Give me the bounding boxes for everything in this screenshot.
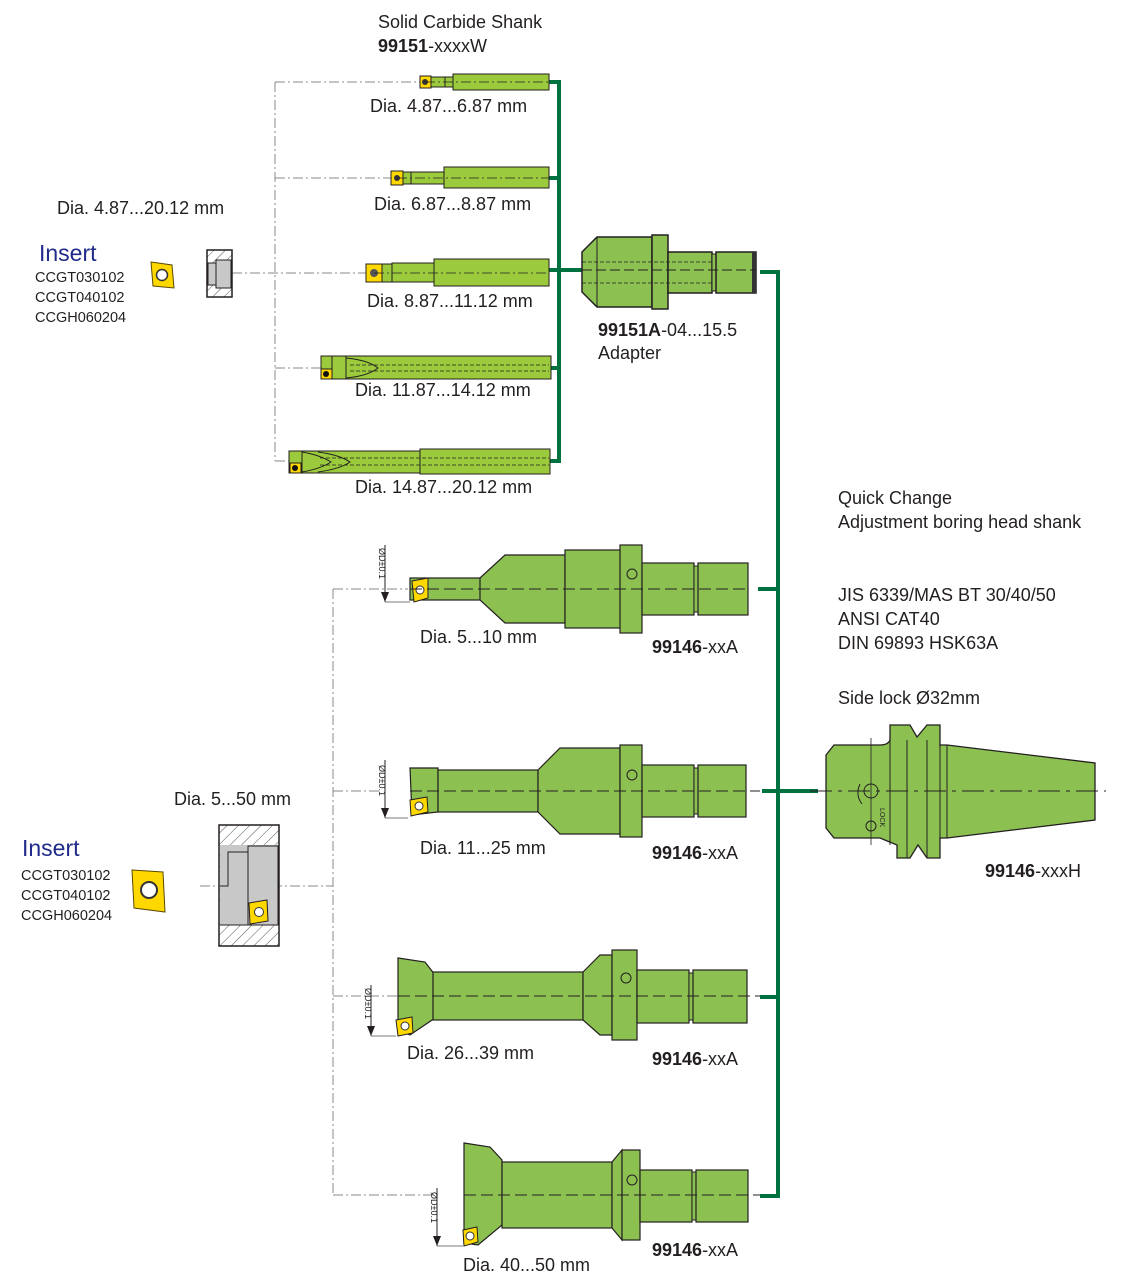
workpiece-section-bottom bbox=[218, 824, 280, 947]
head-3-part-suffix: -xxA bbox=[702, 1049, 739, 1069]
main-connector bbox=[758, 270, 818, 1198]
adapter-name: Adapter bbox=[598, 343, 662, 363]
bottom-insert-code-2: CCGT040102 bbox=[21, 888, 111, 904]
shank-5-label: Dia. 14.87...20.12 mm bbox=[355, 477, 533, 497]
insert-icon-top bbox=[150, 261, 175, 289]
head-1-part-suffix: -xxA bbox=[702, 637, 739, 657]
top-insert-code-1: CCGT030102 bbox=[35, 270, 125, 286]
adapter-part-suffix: -04...15.5 bbox=[661, 320, 738, 340]
bottom-insert-code-1: CCGT030102 bbox=[21, 868, 111, 884]
boring-head-4[interactable] bbox=[433, 1142, 760, 1247]
head-3-dim: ØD±0.1 bbox=[363, 988, 373, 1019]
shank-part-bold: 99151 bbox=[378, 36, 429, 56]
head-1-label: Dia. 5...10 mm bbox=[420, 627, 538, 647]
shank-3-label: Dia. 8.87...11.12 mm bbox=[367, 291, 533, 311]
top-insert-code-2: CCGT040102 bbox=[35, 290, 125, 306]
workpiece-section-top bbox=[206, 249, 233, 298]
head-4-part-bold: 99146 bbox=[652, 1240, 703, 1260]
bottom-insert-title: Insert bbox=[22, 835, 80, 861]
bottom-range-label: Dia. 5...50 mm bbox=[174, 789, 292, 809]
adapter-part-number: 99151A-04...15.5 bbox=[598, 319, 737, 341]
head-1-part-bold: 99146 bbox=[652, 637, 703, 657]
shank-part-number: 99151-xxxxW bbox=[378, 35, 487, 57]
head-3-part-number: 99146-xxA bbox=[652, 1048, 738, 1070]
head-2-dim: ØD±0.1 bbox=[377, 765, 387, 796]
head-2-label: Dia. 11...25 mm bbox=[420, 838, 546, 858]
head-1-dim: ØD±0.1 bbox=[377, 548, 387, 579]
holder-side-lock: Side lock Ø32mm bbox=[838, 688, 981, 708]
carbide-shank-2[interactable] bbox=[390, 166, 550, 189]
holder-standard-1: JIS 6339/MAS BT 30/40/50 bbox=[838, 585, 1056, 605]
head-4-label: Dia. 40...50 mm bbox=[463, 1255, 591, 1275]
shank-2-label: Dia. 6.87...8.87 mm bbox=[374, 194, 532, 214]
holder-standard-3: DIN 69893 HSK63A bbox=[838, 633, 999, 653]
holder-part-number: 99146-xxxH bbox=[985, 860, 1081, 882]
head-3-part-bold: 99146 bbox=[652, 1049, 703, 1069]
carbide-shank-3[interactable] bbox=[365, 258, 550, 287]
head-4-part-number: 99146-xxA bbox=[652, 1239, 738, 1261]
shank-1-label: Dia. 4.87...6.87 mm bbox=[370, 96, 528, 116]
holder-title-line1: Quick Change bbox=[838, 488, 953, 508]
head-2-part-number: 99146-xxA bbox=[652, 842, 738, 864]
holder-99146-xxxH[interactable]: LOCK bbox=[810, 724, 1106, 859]
boring-head-2[interactable] bbox=[381, 744, 760, 838]
holder-part-bold: 99146 bbox=[985, 861, 1036, 881]
top-range-label: Dia. 4.87...20.12 mm bbox=[57, 198, 225, 218]
top-insert-code-3: CCGH060204 bbox=[35, 310, 127, 326]
adapter-99151A[interactable] bbox=[581, 234, 757, 310]
head-4-dim: ØD±0.1 bbox=[429, 1192, 439, 1223]
holder-standard-2: ANSI CAT40 bbox=[838, 609, 940, 629]
adapter-part-bold: 99151A bbox=[598, 320, 662, 340]
head-3-label: Dia. 26...39 mm bbox=[407, 1043, 535, 1063]
top-guide-lines bbox=[232, 81, 420, 462]
head-4-part-suffix: -xxA bbox=[702, 1240, 739, 1260]
head-1-part-number: 99146-xxA bbox=[652, 636, 738, 658]
holder-title-line2: Adjustment boring head shank bbox=[838, 512, 1082, 532]
carbide-shank-4[interactable] bbox=[320, 355, 552, 380]
shank-title: Solid Carbide Shank bbox=[378, 12, 543, 32]
shank-part-suffix: -xxxxW bbox=[428, 36, 488, 56]
boring-head-1[interactable] bbox=[381, 544, 750, 634]
head-2-part-bold: 99146 bbox=[652, 843, 703, 863]
holder-part-suffix: -xxxH bbox=[1035, 861, 1082, 881]
lock-text: LOCK bbox=[878, 808, 885, 827]
carbide-shank-1[interactable] bbox=[419, 73, 550, 91]
top-connector bbox=[549, 80, 582, 463]
boring-head-3[interactable] bbox=[367, 949, 760, 1041]
top-insert-title: Insert bbox=[39, 240, 97, 266]
shank-4-label: Dia. 11.87...14.12 mm bbox=[355, 380, 531, 400]
carbide-shank-5[interactable] bbox=[288, 448, 551, 475]
head-2-part-suffix: -xxA bbox=[702, 843, 739, 863]
insert-icon-bottom bbox=[131, 869, 166, 913]
bottom-insert-code-3: CCGH060204 bbox=[21, 908, 113, 924]
